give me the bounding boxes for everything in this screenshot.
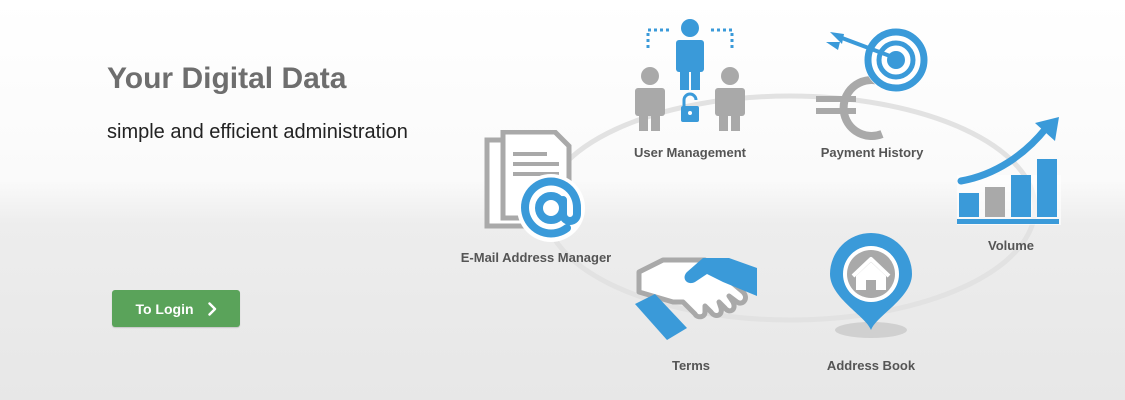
payment-history-label: Payment History (820, 145, 924, 160)
address-book-label: Address Book (826, 358, 916, 373)
volume-label: Volume (988, 238, 1034, 253)
email-manager-label: E-Mail Address Manager (460, 250, 612, 265)
user-management-label: User Management (634, 145, 746, 160)
terms-icon (635, 257, 757, 340)
email-manager-icon (484, 130, 585, 242)
login-button-label: To Login (135, 300, 194, 317)
chevron-right-icon (207, 301, 216, 316)
volume-icon (957, 117, 1061, 225)
payment-history-icon (816, 28, 928, 140)
hero-subtitle: simple and efficient administration (107, 121, 408, 143)
address-book-icon (830, 233, 912, 338)
terms-label: Terms (671, 358, 711, 373)
hero-title: Your Digital Data (107, 62, 347, 95)
login-button[interactable]: To Login (112, 290, 240, 327)
user-management-icon (635, 19, 745, 131)
